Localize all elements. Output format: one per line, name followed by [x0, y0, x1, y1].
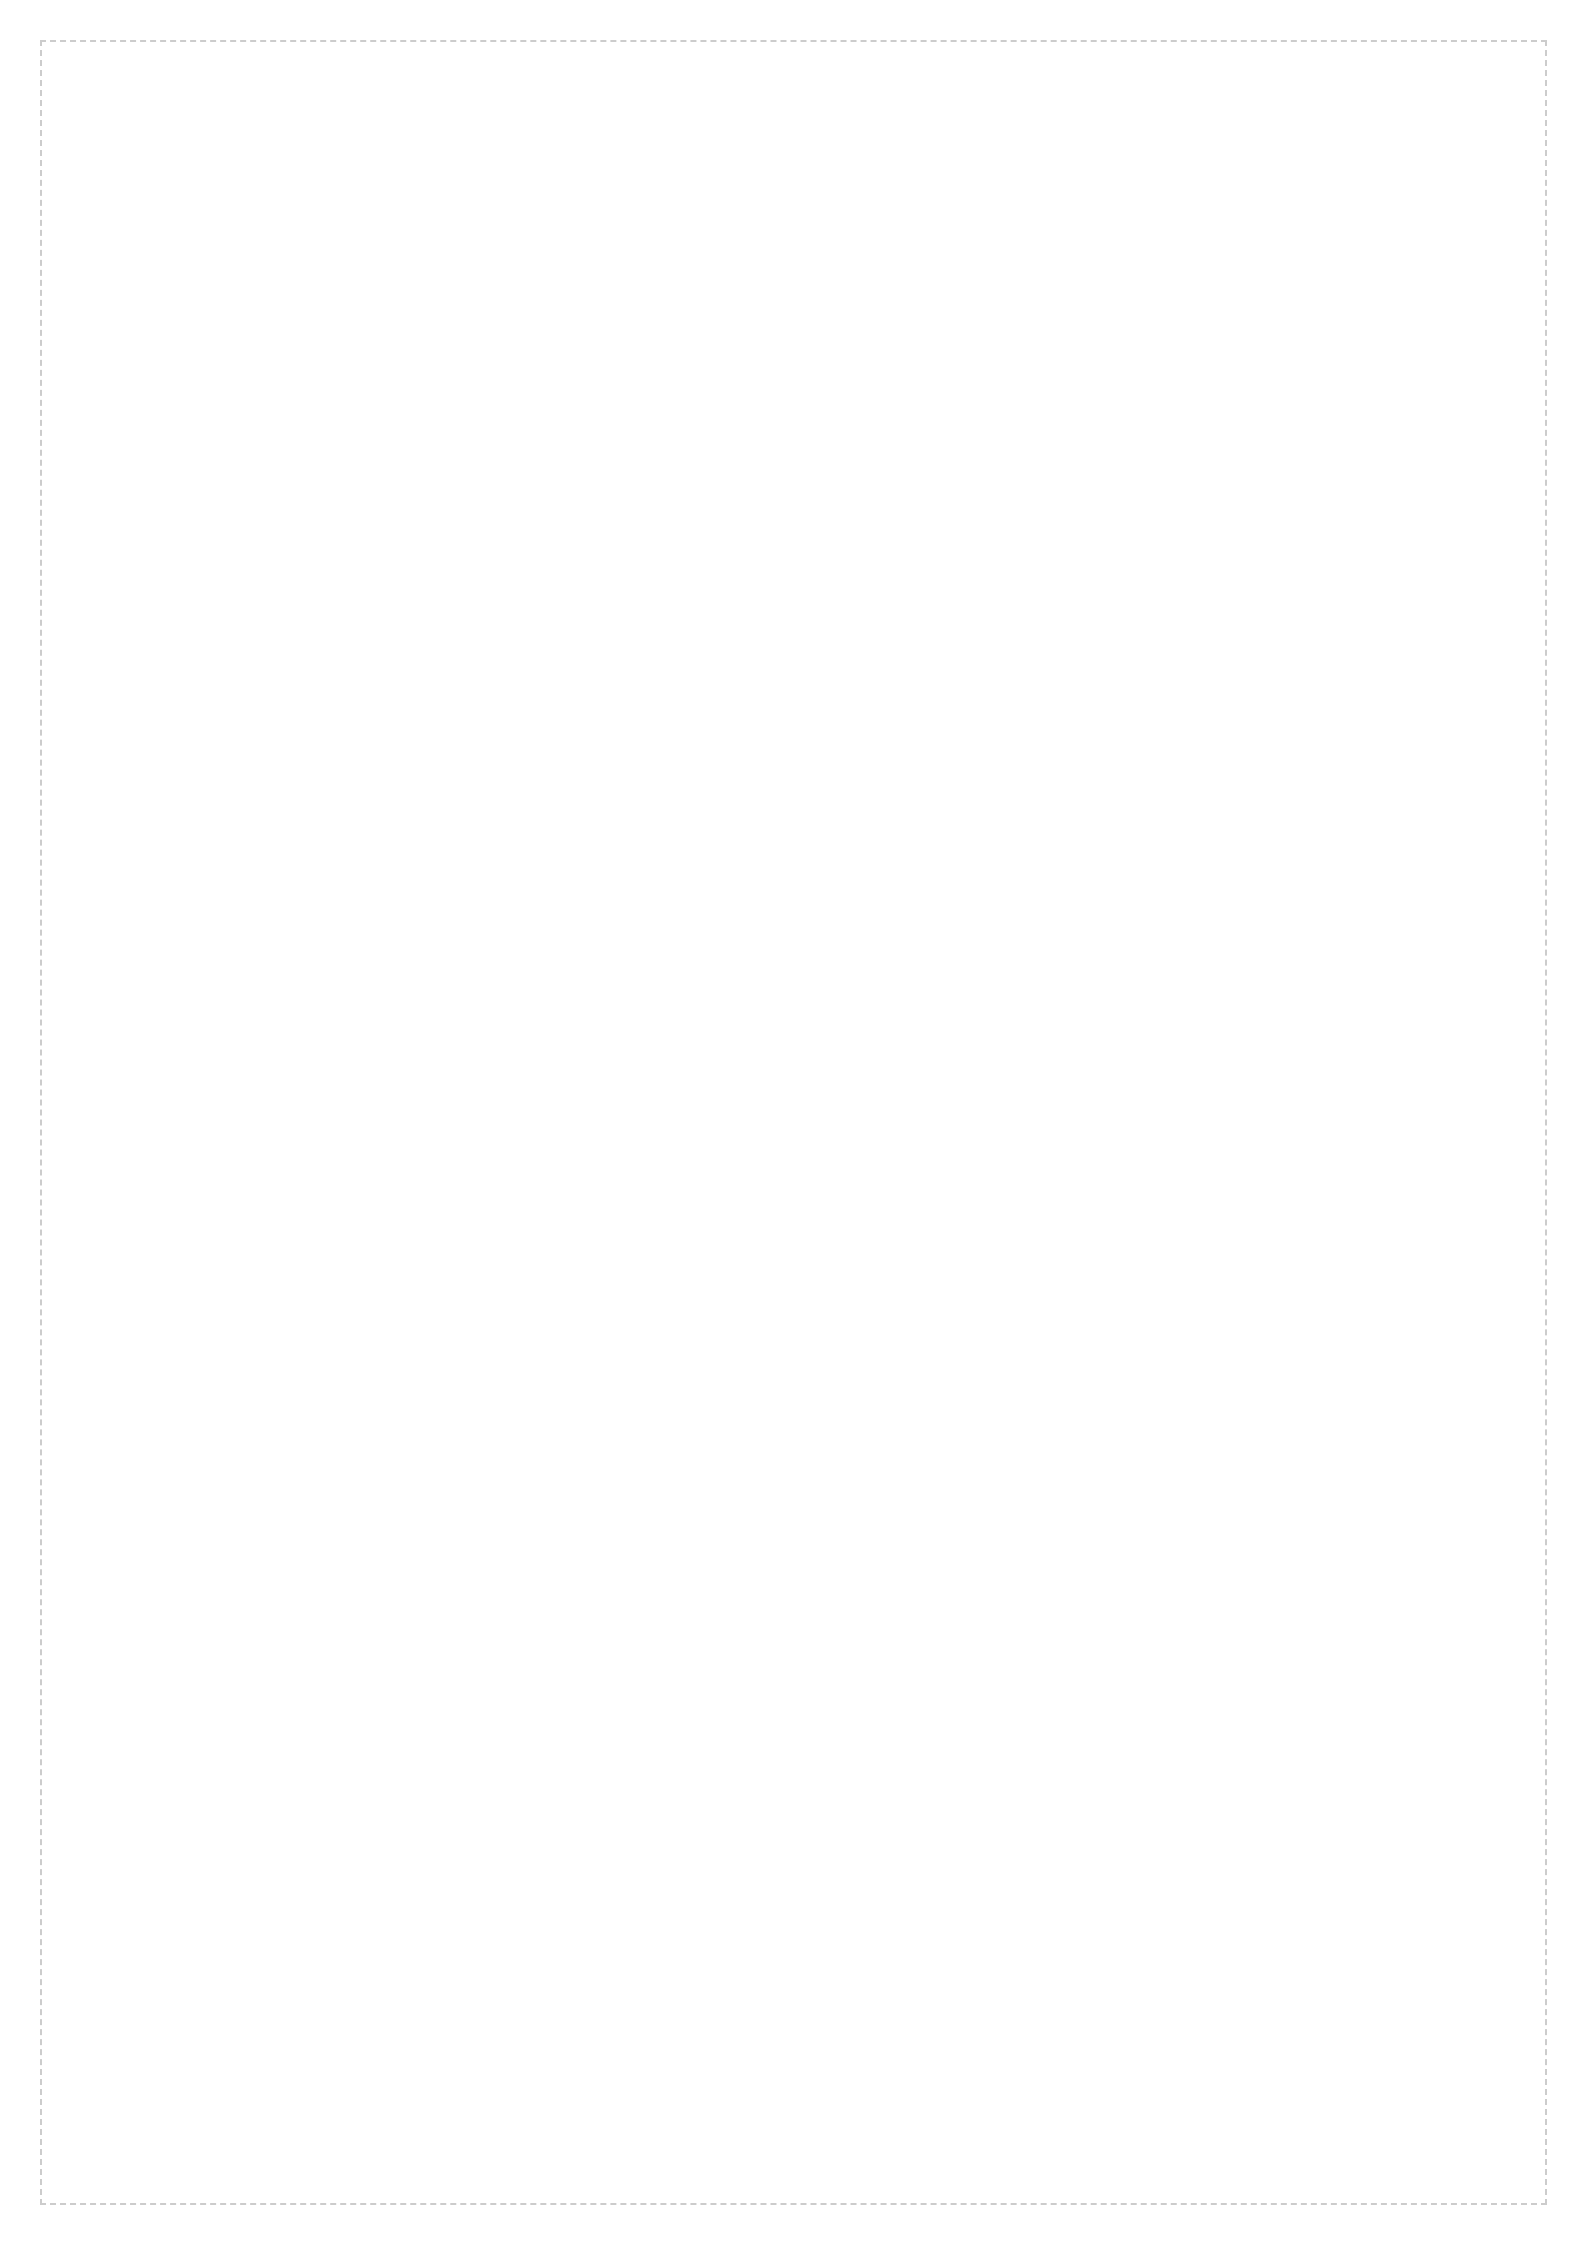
content-area: [40, 40, 1547, 2205]
